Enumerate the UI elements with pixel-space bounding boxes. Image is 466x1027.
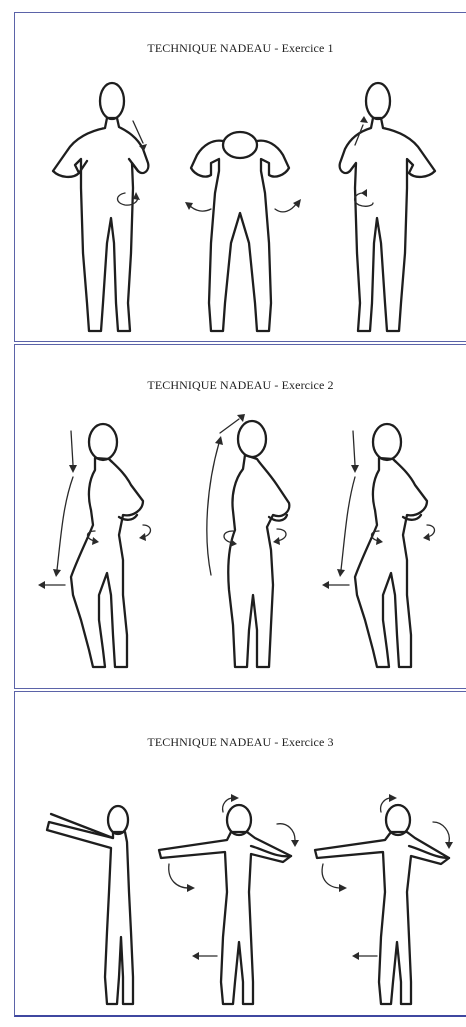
arrowhead: [291, 840, 299, 847]
exercise-2-figure-right: [355, 424, 427, 667]
down-arrow: [71, 431, 73, 465]
figure-arms: [79, 159, 138, 173]
arrowhead: [230, 539, 237, 547]
exercise-2-panel: TECHNIQUE NADEAU - Exercice 2: [14, 344, 466, 689]
exercise-3-panel: TECHNIQUE NADEAU - Exercice 3: [14, 691, 466, 1017]
exercise-2-figure-left: [71, 424, 143, 667]
arrowhead: [133, 192, 140, 200]
exercise-1-figure-right: [340, 83, 435, 331]
rotation-arrow: [355, 193, 373, 206]
arrowhead: [339, 884, 347, 892]
arrowhead: [361, 189, 367, 197]
arrowhead: [352, 952, 359, 960]
figure-body-outline: [191, 141, 289, 331]
figure-head: [386, 805, 410, 835]
figure-head: [108, 806, 128, 834]
curve-arrow: [207, 443, 219, 575]
rotation-arrow: [277, 824, 295, 840]
exercise-2-figure-middle: [228, 421, 289, 667]
arrowhead: [53, 569, 61, 577]
arrowhead: [322, 581, 329, 589]
up-arrow: [220, 419, 239, 433]
arrowhead: [215, 436, 223, 445]
exercise-1-figure-middle: [191, 132, 289, 331]
exercise-1-figure-left: [53, 83, 148, 331]
figure-head: [100, 83, 124, 119]
figure-body-outline: [355, 458, 427, 667]
exercise-1-panel: TECHNIQUE NADEAU - Exercice 1: [14, 12, 466, 342]
curve-arrow: [341, 477, 355, 570]
arrowhead: [273, 537, 280, 545]
arrowhead: [337, 569, 345, 577]
right-curved-arrow: [275, 203, 297, 212]
figure-body-outline: [340, 118, 435, 331]
figure-body-outline: [315, 832, 449, 1004]
figure-head: [227, 805, 251, 835]
arrowhead: [237, 414, 245, 422]
figure-head: [373, 424, 401, 460]
arrowhead: [376, 537, 383, 545]
figure-head: [89, 424, 117, 460]
down-arrow: [353, 431, 355, 465]
arrowhead: [69, 465, 77, 473]
arrowhead: [187, 884, 195, 892]
arrowhead: [423, 533, 430, 541]
arrowhead: [192, 952, 199, 960]
arrowhead: [445, 842, 453, 849]
figure-body-outline: [159, 832, 291, 1004]
figure-body-outline: [47, 822, 133, 1004]
figure-head: [366, 83, 390, 119]
exercise-3-figure-middle: [159, 805, 291, 1004]
arrowhead: [185, 202, 193, 210]
rotation-arrow: [433, 822, 449, 842]
figure-head: [238, 421, 266, 457]
arrowhead: [231, 794, 239, 802]
curve-arrow: [57, 477, 73, 570]
figure-body-outline: [53, 118, 148, 331]
exercise-1-illustration: [15, 13, 466, 343]
arrowhead: [139, 533, 146, 541]
arrowhead: [38, 581, 45, 589]
rotation-arrow: [169, 864, 189, 888]
arrowhead: [92, 537, 99, 545]
arrowhead: [389, 794, 397, 802]
figure-head: [223, 132, 257, 158]
arrowhead: [360, 116, 368, 123]
rotation-arrow: [322, 864, 341, 888]
figure-body-outline: [228, 455, 289, 667]
left-curved-arrow: [189, 205, 211, 211]
figure-body-outline: [71, 458, 143, 667]
exercise-3-figure-left: [47, 806, 133, 1004]
exercise-3-illustration: [15, 692, 466, 1018]
arrowhead: [351, 465, 359, 473]
exercise-3-figure-right: [315, 805, 449, 1004]
exercise-2-illustration: [15, 345, 466, 690]
